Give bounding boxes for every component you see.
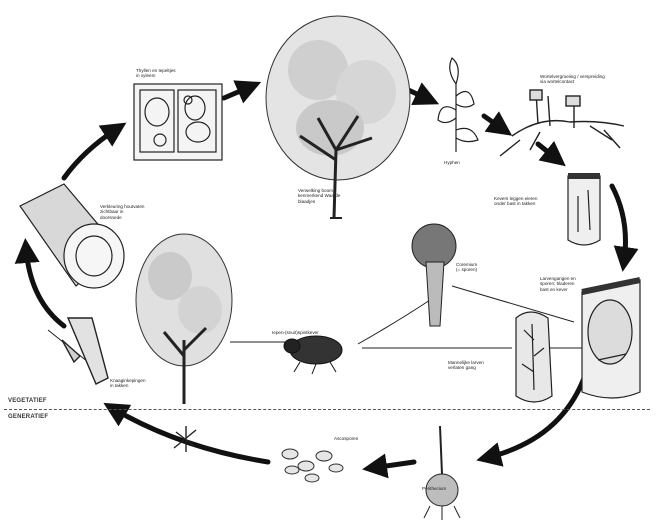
label-feeding-notches: Knaaginkepingen in takken [110,378,170,389]
label-discoloration: Verkleuring houtvaten zichtbaar in doors… [100,204,160,220]
label-coremium: Coremium (= sporen) [456,262,496,273]
label-beetle: Iepen-(snuit)spintkever [272,330,352,335]
coremium-illustration [412,224,456,326]
arrow-branch-to-cross-section [612,186,626,262]
label-tylose: Thyllen en tepeltjes in xyleem [136,68,216,79]
arrow-roots-to-beetle-branch [538,144,558,160]
label-generative: GENERATIEF [8,414,48,421]
arrow-log-to-xylem [64,128,118,178]
bark-galleries-illustration [516,312,552,402]
label-root-graft: Wortelvergroeiing / verspreiding via wor… [540,74,640,85]
ascospores-illustration [282,449,343,482]
label-diseased-tree: Verwelking boom; kenmerkend Waarde blaad… [298,188,358,204]
arrow-perithecia-to-spores [372,462,414,468]
label-seedling: Hyphen [444,160,474,165]
elm-bark-beetle-illustration [284,336,342,374]
label-ascospores: Ascosporen [334,436,384,441]
branch-with-galleries-illustration [568,176,600,245]
arrow-xylem-to-tree [224,86,252,98]
seedling-illustration [438,58,478,152]
label-perithecium: Perithecium [422,486,462,491]
arrow-sapling-to-roots [484,116,504,130]
perithecium-illustration [424,426,460,520]
trunk-cross-section-illustration [582,280,640,398]
log-cross-section-illustration [20,184,124,288]
label-beetle-branch: Kevers leggen eieren onder bast in takke… [494,196,568,207]
vegetative-generative-divider [4,409,650,410]
label-male-larvae: Mannelijke larven verlaten gang [448,360,514,371]
xylem-tyloses-illustration [134,84,222,160]
label-larval-galleries: Larvengangen en sporen; bladeren bast en… [540,276,590,292]
root-graft-illustration [500,90,624,156]
wounded-branch-illustration [62,318,108,384]
label-vegetative: VEGETATIEF [8,398,47,405]
